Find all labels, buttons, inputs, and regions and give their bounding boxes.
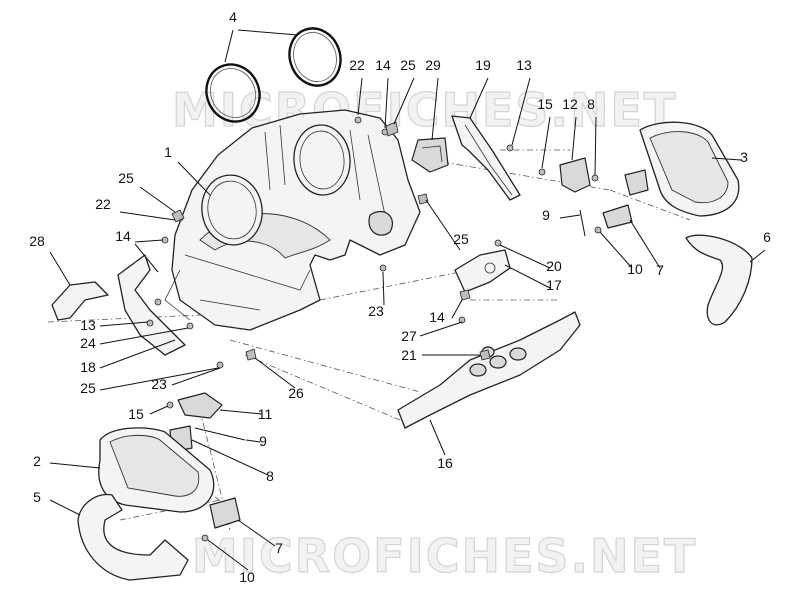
leader-lines	[49, 29, 766, 571]
callout-label-c6: 6	[763, 229, 771, 245]
callout-label-c14c: 14	[429, 309, 445, 325]
callout-label-c8b: 8	[266, 468, 274, 484]
callout-label-c9b: 9	[259, 433, 267, 449]
callout-label-c28: 28	[29, 233, 45, 249]
lower-cover	[397, 311, 581, 429]
fasteners	[146, 116, 602, 542]
callout-label-c4: 4	[229, 9, 237, 25]
trim-rings	[205, 27, 342, 123]
callout-label-c9a: 9	[542, 207, 550, 223]
callout-label-c13b: 13	[80, 317, 96, 333]
callout-label-c5: 5	[33, 489, 41, 505]
watermark-top: MICROFICHES.NET	[172, 83, 677, 137]
callout-label-c26: 26	[288, 385, 304, 401]
left-side-trim	[117, 254, 186, 356]
callout-label-c25b: 25	[118, 170, 134, 186]
callout-label-c7b: 7	[275, 540, 283, 556]
callout-label-c19: 19	[475, 57, 491, 73]
callout-label-c1: 1	[164, 144, 172, 160]
callout-label-c15b: 15	[128, 406, 144, 422]
callout-label-c14b: 14	[115, 228, 131, 244]
callout-label-c29: 29	[425, 57, 441, 73]
left-bulb-holder	[209, 497, 241, 529]
callout-label-c24: 24	[80, 335, 96, 351]
instrument-cover	[164, 109, 421, 331]
callout-label-c25d: 25	[80, 380, 96, 396]
left-display-housing	[98, 427, 215, 513]
right-trim-frame	[685, 234, 753, 326]
callout-label-c10a: 10	[627, 261, 643, 277]
callout-label-c23a: 23	[368, 303, 384, 319]
callout-label-c22b: 22	[95, 196, 111, 212]
right-bulb-holder	[602, 204, 633, 229]
callout-label-c25c: 25	[453, 231, 469, 247]
callout-label-c3: 3	[740, 149, 748, 165]
watermark-bottom: MICROFICHES.NET	[192, 529, 697, 583]
callout-label-c16: 16	[437, 455, 453, 471]
callout-label-c18: 18	[80, 359, 96, 375]
right-display-housing	[639, 121, 740, 217]
callout-labels: 1234567788991010111213131414141515161718…	[29, 9, 771, 585]
right-connector	[624, 169, 649, 196]
right-switch-bracket	[559, 157, 591, 193]
callout-label-c7a: 7	[656, 262, 664, 278]
center-cover	[454, 249, 511, 293]
left-mirror-bracket	[51, 281, 109, 321]
callout-label-c10b: 10	[239, 569, 255, 585]
callout-label-c11: 11	[258, 406, 273, 422]
callout-label-c27: 27	[401, 328, 417, 344]
callout-label-c13a: 13	[516, 57, 532, 73]
callout-label-c25a: 25	[400, 57, 416, 73]
callout-label-c8a: 8	[587, 96, 595, 112]
callout-label-c21: 21	[401, 347, 417, 363]
callout-label-c17: 17	[546, 277, 562, 293]
callout-label-c23b: 23	[151, 376, 167, 392]
small-bracket	[411, 137, 449, 173]
callout-label-c14a: 14	[375, 57, 391, 73]
callout-label-c15a: 15	[537, 96, 553, 112]
callout-label-c22a: 22	[349, 57, 365, 73]
left-switch-bracket	[177, 392, 223, 419]
left-trim-frame	[77, 493, 189, 581]
callout-label-c12: 12	[562, 96, 578, 112]
callout-label-c2: 2	[33, 453, 41, 469]
callout-label-c20: 20	[546, 258, 562, 274]
